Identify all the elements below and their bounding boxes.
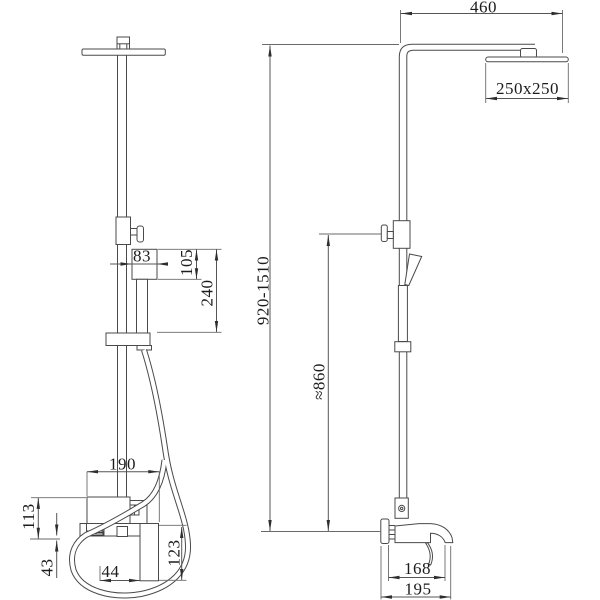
dim-hose-point-height: ≈860 <box>310 233 381 531</box>
connector-screw <box>398 504 406 512</box>
dim-mixer-height: 113 <box>19 497 86 540</box>
dim-arm-reach: 460 <box>400 0 563 53</box>
front-shower-head <box>81 36 166 56</box>
dim-holder-height: 105 <box>158 248 222 280</box>
dim-overall-depth: 195 <box>380 546 452 600</box>
dim-label-spout-gap: 43 <box>38 559 57 577</box>
slider-block <box>115 216 131 245</box>
dim-holder-width: 83 <box>110 247 168 266</box>
head-plate-front <box>81 48 166 56</box>
dim-label-mixer-width: 190 <box>109 455 136 474</box>
escutcheon <box>380 518 390 544</box>
head-connector <box>520 48 537 58</box>
hose-stub <box>136 345 152 351</box>
handshower-head-side <box>404 253 423 287</box>
faucet-body-side <box>394 523 454 544</box>
front-pipe <box>117 55 127 497</box>
shower-hose <box>69 349 192 599</box>
dim-label-holder-width: 83 <box>133 247 151 266</box>
dim-column-height: 920-1510 <box>254 44 399 532</box>
wall-connector <box>394 497 409 519</box>
head-fitting <box>116 36 130 50</box>
front-slider <box>115 216 144 245</box>
knob-stub-side <box>386 231 394 239</box>
knob-grip-side <box>380 224 388 242</box>
knob-grip <box>136 225 144 243</box>
knob-stub <box>130 228 138 236</box>
dim-spout-gap: 43 <box>38 513 59 578</box>
front-faucet <box>79 496 159 582</box>
faucet-upper-body <box>86 496 131 524</box>
faucet-handle-front <box>139 523 159 582</box>
front-view <box>69 36 192 599</box>
slider-block-side <box>392 220 411 249</box>
dim-mixer-width: 190 <box>86 455 160 522</box>
side-pipe-arm <box>398 43 535 498</box>
dim-label-handle-height: 123 <box>165 540 184 567</box>
side-slider <box>380 220 411 249</box>
side-handshower <box>394 253 423 353</box>
dim-label-body-depth: 168 <box>404 559 431 578</box>
dim-holder-span: 240 <box>157 249 222 333</box>
dim-label-arm-reach: 460 <box>470 0 497 17</box>
side-faucet <box>380 497 454 566</box>
rail-bracket-side <box>394 341 412 353</box>
handshower-handle-side <box>397 285 408 342</box>
handshower-handle <box>136 278 148 334</box>
side-view <box>380 43 569 566</box>
dim-label-mixer-height: 113 <box>19 503 38 529</box>
dim-button-gap: 44 <box>99 562 140 583</box>
head-plate-side <box>485 56 569 63</box>
thread-lines <box>389 525 395 540</box>
faucet-lever-side <box>425 541 433 566</box>
dim-label-overall-depth: 195 <box>405 580 432 599</box>
diverter-button <box>116 526 128 537</box>
dim-label-button-gap: 44 <box>102 562 120 581</box>
dim-label-holder-height: 105 <box>177 249 196 276</box>
dim-label-holder-span: 240 <box>198 280 217 307</box>
dim-handle-height: 123 <box>159 524 187 581</box>
side-shower-head <box>485 48 569 63</box>
dim-head-size: 250x250 <box>485 63 569 103</box>
dim-label-hose-point-height: ≈860 <box>310 363 329 400</box>
rail-bracket <box>105 332 151 346</box>
dim-label-head-size: 250x250 <box>496 79 559 98</box>
dim-body-depth: 168 <box>388 545 446 581</box>
dim-label-column-height: 920-1510 <box>254 256 273 325</box>
